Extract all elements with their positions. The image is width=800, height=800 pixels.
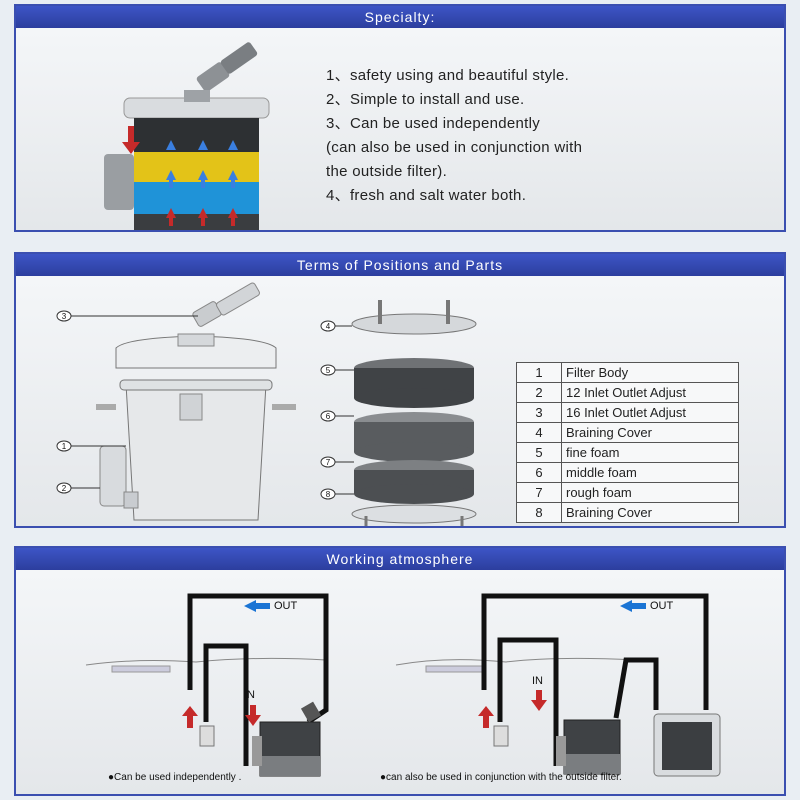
filter-body-cutaway bbox=[134, 118, 259, 230]
part-name: middle foam bbox=[561, 462, 739, 483]
callout-7: 7 bbox=[326, 458, 331, 467]
part-name: fine foam bbox=[561, 442, 739, 463]
working-title: Working atmosphere bbox=[16, 548, 784, 570]
specialty-item: the outside filter). bbox=[326, 163, 448, 180]
specialty-item: 4、fresh and salt water both. bbox=[326, 187, 527, 204]
exploded-parts-illustration bbox=[70, 282, 477, 526]
part-number: 3 bbox=[516, 402, 562, 423]
caption-conjunction: ●can also be used in conjunction with th… bbox=[380, 772, 622, 783]
out-label-left: OUT bbox=[274, 600, 298, 612]
middle-foam-icon bbox=[354, 412, 474, 462]
part-name: Filter Body bbox=[561, 362, 739, 383]
part-number: 2 bbox=[516, 382, 562, 403]
independent-setup-diagram bbox=[85, 593, 329, 777]
part-name: Braining Cover bbox=[561, 502, 739, 523]
outlet-adjust-icon bbox=[192, 282, 260, 327]
working-panel: Working atmosphere bbox=[14, 546, 786, 796]
specialty-item: 3、Can be used independently bbox=[326, 115, 541, 132]
specialty-panel: Specialty: bbox=[14, 4, 786, 232]
braining-cover-top-icon bbox=[351, 300, 477, 335]
inlet-adjuster-icon bbox=[104, 154, 134, 210]
specialty-body: 1、safety using and beautiful style. 2、Si… bbox=[16, 28, 784, 230]
in-label-right: IN bbox=[532, 675, 543, 687]
filter-cutaway-illustration bbox=[104, 42, 270, 230]
parts-title: Terms of Positions and Parts bbox=[16, 254, 784, 276]
part-number: 4 bbox=[516, 422, 562, 443]
conjunction-setup-diagram bbox=[395, 593, 721, 777]
part-name: Braining Cover bbox=[561, 422, 739, 443]
specialty-item: 2、Simple to install and use. bbox=[326, 91, 525, 108]
specialty-list: 1、safety using and beautiful style. 2、Si… bbox=[326, 64, 582, 208]
part-number: 8 bbox=[516, 502, 562, 523]
callout-1: 1 bbox=[62, 442, 67, 451]
callout-4: 4 bbox=[326, 322, 331, 331]
callout-3: 3 bbox=[62, 312, 67, 321]
callout-5: 5 bbox=[326, 366, 331, 375]
out-label-right: OUT bbox=[650, 600, 674, 612]
rough-foam-icon bbox=[354, 460, 474, 504]
callout-8: 8 bbox=[326, 490, 331, 499]
working-labels: OUT OUT IN IN bbox=[244, 600, 674, 701]
callout-2: 2 bbox=[62, 484, 67, 493]
outlet-adjuster-icon bbox=[196, 42, 258, 92]
part-number: 6 bbox=[516, 462, 562, 483]
part-name: rough foam bbox=[561, 482, 739, 503]
part-name: 12 Inlet Outlet Adjust bbox=[561, 382, 739, 403]
braining-cover-bottom-icon bbox=[351, 504, 477, 526]
in-label-left: IN bbox=[244, 689, 255, 701]
specialty-item: 1、safety using and beautiful style. bbox=[326, 67, 570, 84]
part-number: 5 bbox=[516, 442, 562, 463]
part-number: 7 bbox=[516, 482, 562, 503]
parts-panel: Terms of Positions and Parts bbox=[14, 252, 786, 528]
caption-independent: ●Can be used independently . bbox=[108, 772, 242, 783]
working-diagram bbox=[85, 593, 721, 777]
part-name: 16 Inlet Outlet Adjust bbox=[561, 402, 739, 423]
filter-body-icon bbox=[96, 379, 296, 521]
callout-6: 6 bbox=[326, 412, 331, 421]
fine-foam-icon bbox=[354, 358, 474, 408]
specialty-item: (can also be used in conjunction with bbox=[326, 139, 583, 156]
part-number: 1 bbox=[516, 362, 562, 383]
specialty-title: Specialty: bbox=[16, 6, 784, 28]
working-body: OUT OUT IN IN ●Can be used independently… bbox=[16, 570, 784, 794]
callout-markers: 3 1 2 4 5 6 7 8 bbox=[56, 310, 336, 500]
